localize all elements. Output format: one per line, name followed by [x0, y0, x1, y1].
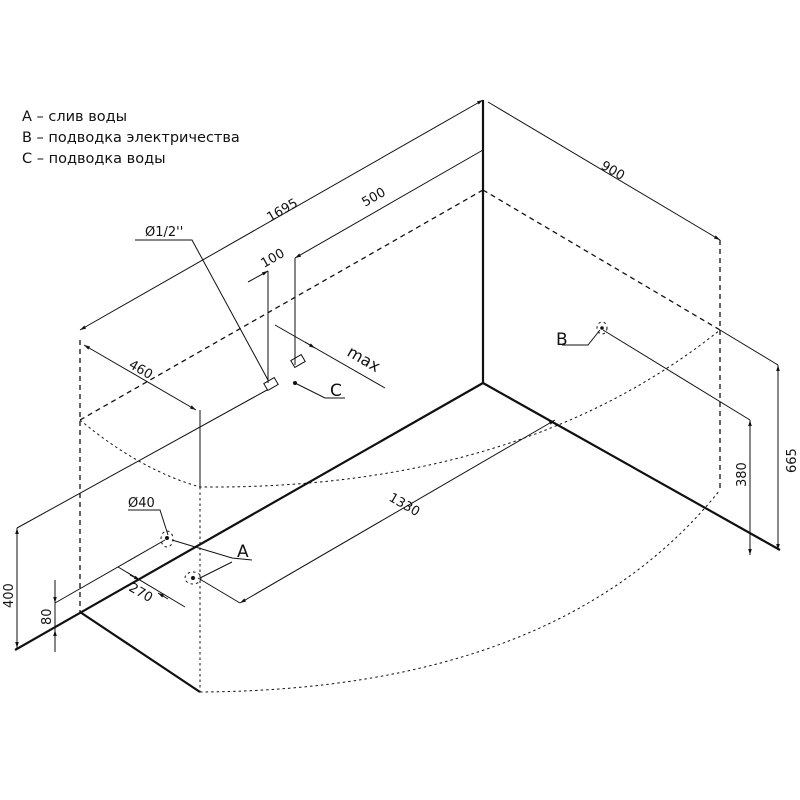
- water-pipe-fitting: [290, 353, 306, 369]
- tub-outline: [79, 189, 721, 693]
- marker-a: A: [237, 542, 249, 562]
- fittings: [160, 321, 608, 585]
- label-380: 380: [735, 462, 750, 487]
- dimension-lines: [15, 99, 780, 652]
- marker-b: B: [556, 330, 568, 350]
- label-400: 400: [2, 583, 17, 608]
- room-outline: [14, 100, 781, 693]
- label-pipe-diameter: Ø1/2'': [145, 225, 183, 240]
- label-1695: 1695: [265, 196, 301, 226]
- label-100: 100: [259, 246, 288, 271]
- electric-outlet-icon: [596, 321, 608, 335]
- dimension-labels: 1695 500 900 100 460 Ø1/2'' max Ø40 1330…: [2, 158, 800, 625]
- label-270: 270: [126, 580, 155, 605]
- label-80: 80: [40, 608, 55, 625]
- drain-outlet-icon: [184, 571, 202, 585]
- label-900: 900: [598, 158, 627, 183]
- label-max: max: [344, 342, 384, 376]
- water-pipe-fitting: [263, 376, 279, 392]
- drain-overflow-icon: [160, 530, 174, 548]
- label-665: 665: [785, 448, 800, 473]
- water-supply-point: [293, 381, 297, 385]
- marker-c: C: [330, 381, 342, 401]
- label-drain-diameter: Ø40: [128, 496, 155, 511]
